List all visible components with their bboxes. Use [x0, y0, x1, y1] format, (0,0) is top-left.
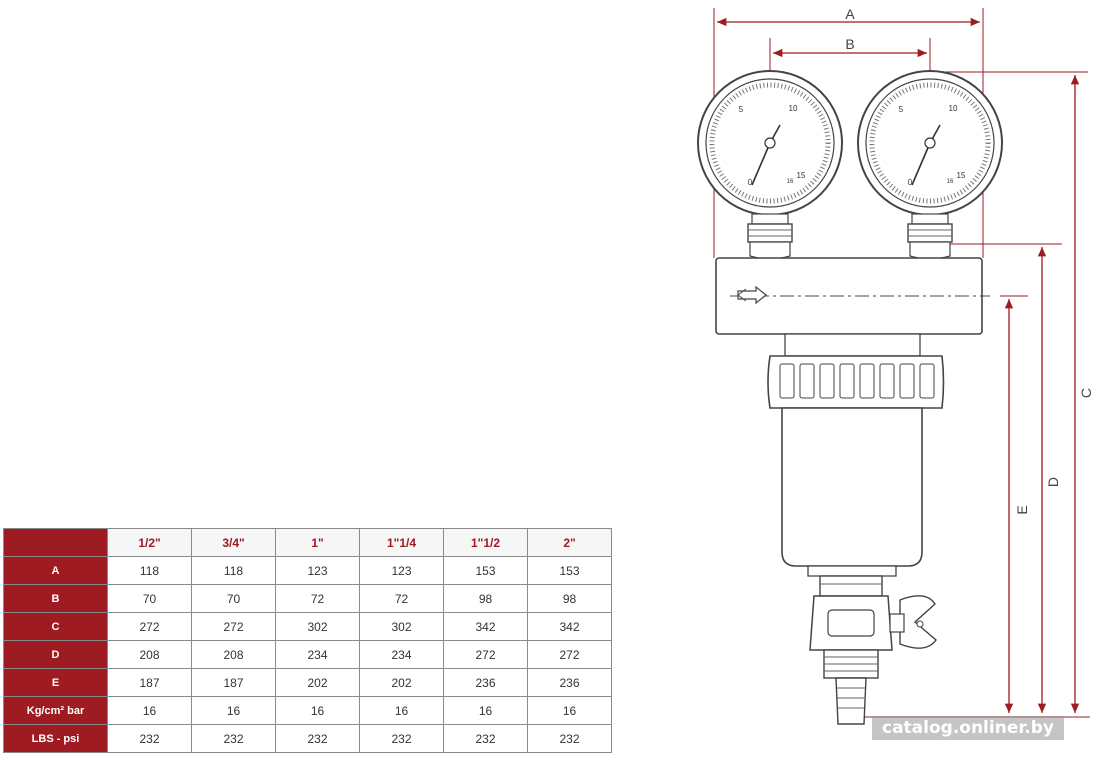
table-cell: 236: [443, 668, 528, 697]
row-header: B: [3, 584, 108, 613]
table-cell: 70: [107, 584, 192, 613]
table-cell: 187: [191, 668, 276, 697]
pressure-gauge-left: 0 5 10 15 16: [697, 70, 843, 260]
drain-valve: [809, 575, 937, 725]
table-cell: 232: [359, 724, 444, 753]
table-cell: 232: [191, 724, 276, 753]
table-cell: 118: [191, 556, 276, 585]
gauge-label-15: 15: [957, 171, 966, 180]
table-cell: 302: [275, 612, 360, 641]
gauge-label-0: 0: [908, 178, 913, 187]
dimension-d: D: [945, 243, 1062, 713]
table-cell: 123: [359, 556, 444, 585]
table-cell: 118: [107, 556, 192, 585]
spec-table: 1/2" 3/4" 1" 1"1/4 1"1/2 2" A 118 118 12…: [3, 528, 612, 753]
row-header: LBS - psi: [3, 724, 108, 753]
table-cell: 234: [275, 640, 360, 669]
row-header: D: [3, 640, 108, 669]
gauge-label-16: 16: [947, 179, 954, 185]
row-header: E: [3, 668, 108, 697]
table-cell: 208: [191, 640, 276, 669]
table-cell: 202: [359, 668, 444, 697]
table-row: E 187 187 202 202 236 236: [3, 668, 612, 697]
column-header: 1": [275, 528, 360, 557]
filter-bowl: [781, 407, 923, 577]
table-cell: 302: [359, 612, 444, 641]
table-row: D 208 208 234 234 272 272: [3, 640, 612, 669]
table-cell: 234: [359, 640, 444, 669]
gauge-label-15: 15: [797, 171, 806, 180]
table-cell: 232: [443, 724, 528, 753]
ring-nut: [767, 355, 945, 409]
pressure-gauge-right: 0 5 10 15 16: [857, 70, 1003, 260]
row-header: A: [3, 556, 108, 585]
dimension-d-label: D: [1045, 477, 1061, 487]
table-cell: 272: [527, 640, 612, 669]
table-cell: 16: [443, 696, 528, 725]
table-cell: 232: [107, 724, 192, 753]
dimension-c-label: C: [1078, 388, 1094, 398]
gauge-label-5: 5: [899, 105, 904, 114]
gauge-label-16: 16: [787, 179, 794, 185]
table-cell: 272: [191, 612, 276, 641]
gauge-label-10: 10: [949, 104, 958, 113]
row-header: C: [3, 612, 108, 641]
table-cell: 16: [527, 696, 612, 725]
filter-head: [715, 257, 990, 357]
table-header-row: 1/2" 3/4" 1" 1"1/4 1"1/2 2": [3, 528, 612, 557]
table-cell: 236: [527, 668, 612, 697]
table-row: Kg/cm² bar 16 16 16 16 16 16: [3, 696, 612, 725]
table-cell: 208: [107, 640, 192, 669]
column-header: 1/2": [107, 528, 192, 557]
watermark: catalog.onliner.by: [872, 716, 1065, 740]
table-row: A 118 118 123 123 153 153: [3, 556, 612, 585]
table-row: C 272 272 302 302 342 342: [3, 612, 612, 641]
table-cell: 16: [191, 696, 276, 725]
table-cell: 232: [275, 724, 360, 753]
table-row: B 70 70 72 72 98 98: [3, 584, 612, 613]
table-cell: 123: [275, 556, 360, 585]
dimension-c: C: [930, 71, 1094, 713]
gauge-label-0: 0: [748, 178, 753, 187]
table-cell: 72: [275, 584, 360, 613]
table-cell: 98: [443, 584, 528, 613]
dimension-e: E: [1000, 295, 1030, 713]
table-cell: 232: [527, 724, 612, 753]
table-cell: 98: [527, 584, 612, 613]
column-header: 2": [527, 528, 612, 557]
table-corner: [3, 528, 108, 557]
dimension-b-label: B: [845, 36, 854, 52]
table-cell: 16: [359, 696, 444, 725]
filter-diagram: A B C D E 0 5 10 15 16: [697, 6, 1094, 725]
table-cell: 272: [443, 640, 528, 669]
dimension-a-label: A: [845, 6, 855, 22]
column-header: 1"1/2: [443, 528, 528, 557]
table-cell: 342: [443, 612, 528, 641]
column-header: 1"1/4: [359, 528, 444, 557]
column-header: 3/4": [191, 528, 276, 557]
row-header: Kg/cm² bar: [3, 696, 108, 725]
gauge-label-5: 5: [739, 105, 744, 114]
table-cell: 202: [275, 668, 360, 697]
table-cell: 272: [107, 612, 192, 641]
table-cell: 153: [527, 556, 612, 585]
table-cell: 16: [107, 696, 192, 725]
table-cell: 72: [359, 584, 444, 613]
dimension-e-label: E: [1014, 505, 1030, 514]
table-cell: 70: [191, 584, 276, 613]
table-row: LBS - psi 232 232 232 232 232 232: [3, 724, 612, 753]
table-cell: 153: [443, 556, 528, 585]
table-cell: 187: [107, 668, 192, 697]
table-cell: 16: [275, 696, 360, 725]
table-cell: 342: [527, 612, 612, 641]
gauge-label-10: 10: [789, 104, 798, 113]
